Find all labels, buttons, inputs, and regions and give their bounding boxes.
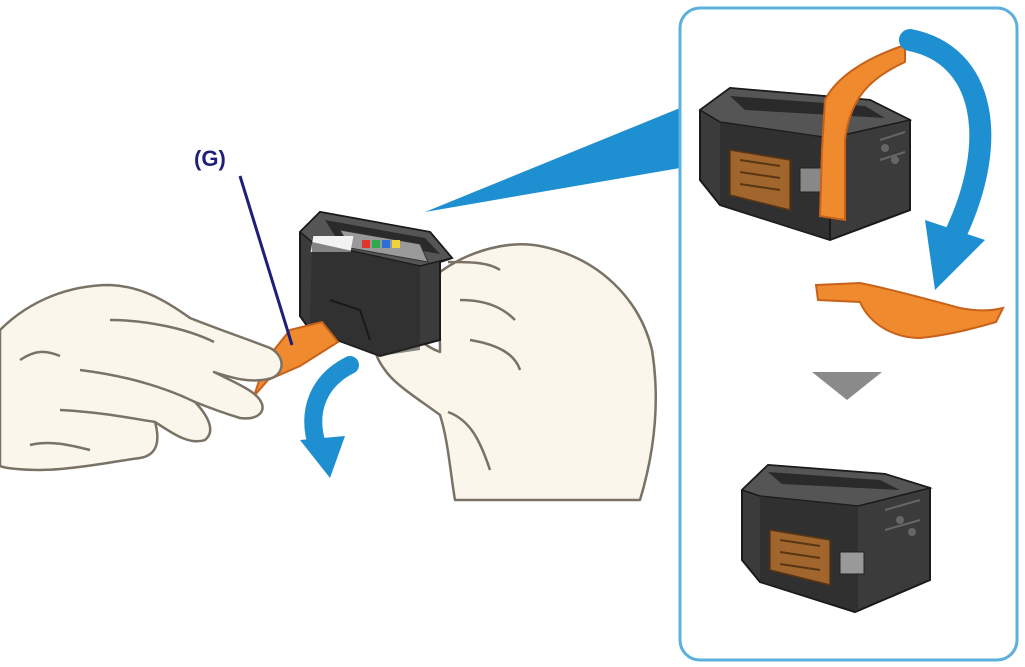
callout-label-g: (G)	[194, 146, 226, 172]
